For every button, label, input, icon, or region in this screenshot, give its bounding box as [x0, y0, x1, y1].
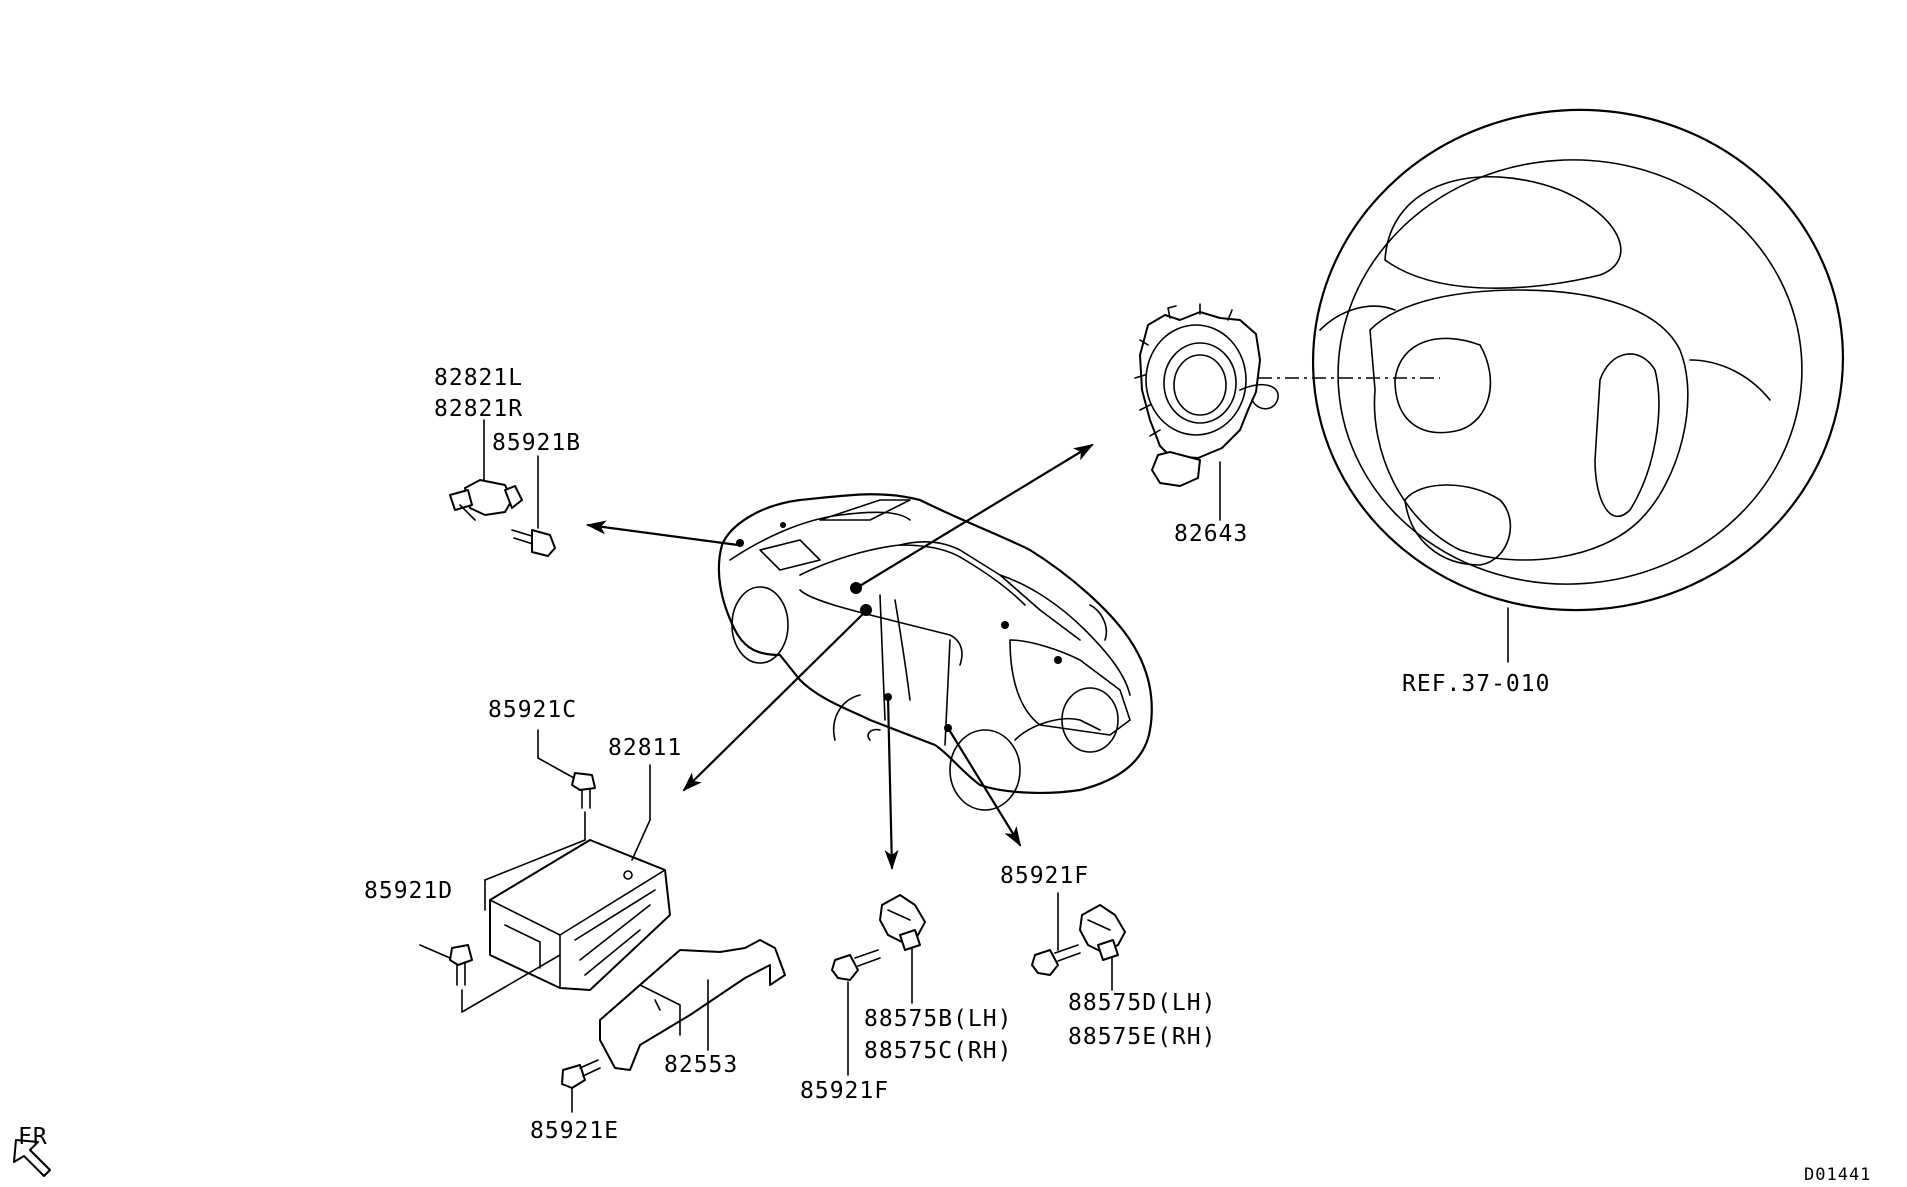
label-85921B: 85921B	[492, 430, 581, 456]
label-85921F-a: 85921F	[800, 1078, 889, 1104]
label-fr: FR	[18, 1124, 48, 1150]
label-88575B: 88575B(LH)	[864, 1006, 1012, 1032]
label-85921E: 85921E	[530, 1118, 619, 1144]
bolt-85921F-left	[831, 949, 881, 981]
arrow-to-88575D	[946, 726, 1022, 847]
arrow-to-82643	[856, 443, 1094, 589]
label-85921D: 85921D	[364, 878, 453, 904]
arrow-to-82811	[682, 610, 867, 792]
label-82553: 82553	[664, 1052, 738, 1078]
leader-85921C	[537, 757, 575, 779]
bolt-85921B	[511, 529, 556, 557]
arrow-to-82821	[586, 520, 740, 547]
label-ref: REF.37-010	[1402, 671, 1550, 697]
bolt-85921D	[449, 944, 473, 986]
label-88575C: 88575C(RH)	[864, 1038, 1012, 1064]
steering-wheel	[1311, 108, 1845, 612]
bolt-85921E	[561, 1059, 601, 1089]
label-82643: 82643	[1174, 521, 1248, 547]
side-sensor-left	[879, 894, 926, 951]
side-sensor-right	[1079, 904, 1126, 961]
label-85921F-b: 85921F	[1000, 863, 1089, 889]
label-82811: 82811	[608, 735, 682, 761]
label-88575E: 88575E(RH)	[1068, 1024, 1216, 1050]
arrow-to-88575B	[884, 695, 899, 870]
bolt-85921F-right	[1031, 944, 1081, 976]
bolt-85921C	[571, 772, 596, 809]
label-82821R: 82821R	[434, 396, 523, 422]
airbag-control-unit	[489, 839, 671, 991]
leader-85921D	[419, 944, 451, 959]
front-impact-sensor	[449, 479, 523, 521]
label-88575D: 88575D(LH)	[1068, 990, 1216, 1016]
bracket-82553	[599, 939, 786, 1071]
label-82821L: 82821L	[434, 365, 523, 391]
clock-spring	[1134, 303, 1279, 487]
vehicle-outline	[717, 493, 1153, 811]
label-85921C: 85921C	[488, 697, 577, 723]
front-direction-icon	[13, 1139, 51, 1177]
diagram-code: D01441	[1804, 1165, 1871, 1185]
